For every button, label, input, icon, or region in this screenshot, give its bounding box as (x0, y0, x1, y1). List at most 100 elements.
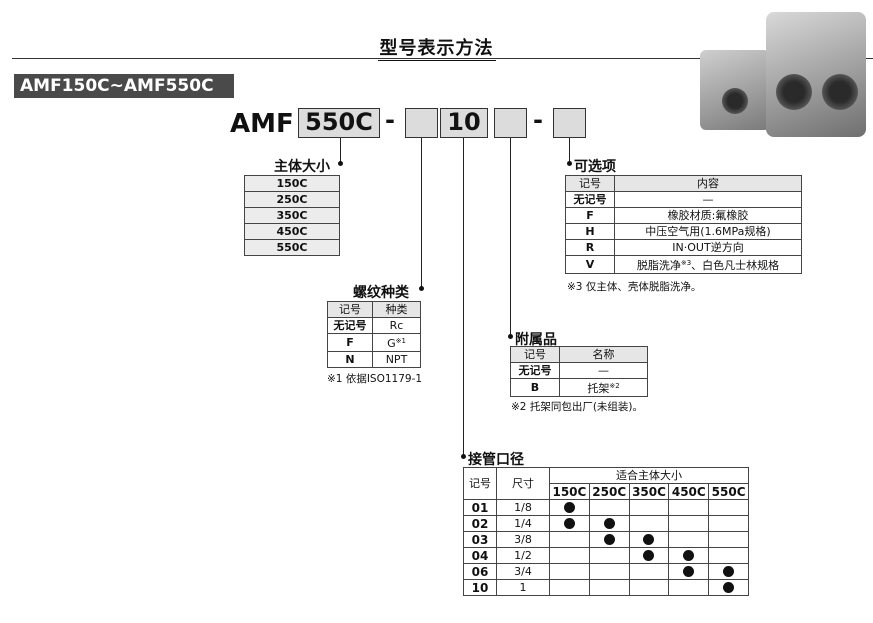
fit-cell (628, 579, 670, 596)
body-size-item: 550C (244, 239, 340, 256)
table-header: 记号 (463, 467, 497, 500)
fit-cell (668, 579, 710, 596)
fit-cell (549, 531, 590, 548)
body-size-label: 主体大小 (274, 159, 330, 175)
table-header: 记号 (327, 301, 373, 318)
fit-cell (708, 563, 749, 580)
fit-dot-icon (603, 518, 615, 529)
option-code: V (565, 255, 615, 274)
port-size-table: 记号 尺寸 适合主体大小 150C 250C 350C 450C 550C 01… (463, 467, 749, 596)
size-code-box: 550C (298, 108, 380, 138)
option-code: 无记号 (565, 191, 615, 208)
fit-dot-icon (643, 534, 655, 545)
option-content: IN·OUT逆方向 (614, 239, 802, 256)
accessory-label: 附属品 (515, 332, 557, 348)
thread-type-label: 螺纹种类 (353, 285, 409, 301)
accessory-note: ※2 托架同包出厂(未组装)。 (511, 401, 644, 413)
connector-dot (508, 334, 513, 339)
body-size-item: 250C (244, 191, 340, 208)
option-content: 中压空气用(1.6MPa规格) (614, 223, 802, 240)
fit-cell (628, 547, 670, 564)
fit-cell (628, 515, 670, 532)
fit-cell (549, 579, 590, 596)
product-photo-large (766, 12, 866, 137)
option-table: 记号 内容 无记号 — F 橡胶材质:氟橡胶 H 中压空气用(1.6MPa规格)… (565, 175, 802, 274)
fit-cell (708, 515, 749, 532)
body-size-item: 150C (244, 175, 340, 192)
fit-dot-icon (643, 550, 655, 561)
size-column-header: 350C (628, 483, 670, 500)
body-size-item: 450C (244, 223, 340, 240)
size-column-header: 250C (588, 483, 630, 500)
port-size: 3/8 (496, 531, 550, 548)
fit-cell (588, 515, 630, 532)
port-code: 04 (463, 547, 497, 564)
option-content: — (614, 191, 802, 208)
series-banner: AMF150C~AMF550C (14, 74, 234, 98)
accessory-table: 记号 名称 无记号 — B 托架※2 (510, 346, 648, 397)
port-code: 02 (463, 515, 497, 532)
thread-kind: NPT (372, 351, 421, 368)
connector-dot (338, 161, 343, 166)
fit-cell (549, 515, 590, 532)
fit-cell (549, 563, 590, 580)
thread-code-box (405, 108, 438, 138)
fit-cell (549, 547, 590, 564)
fit-cell (708, 531, 749, 548)
fit-dot-icon (603, 534, 615, 545)
fit-cell (549, 499, 590, 516)
fit-cell (708, 499, 749, 516)
option-content: 橡胶材质:氟橡胶 (614, 207, 802, 224)
thread-type-table: 记号 种类 无记号 Rc F G※1 N NPT (327, 301, 421, 368)
option-code-box (553, 108, 586, 138)
table-header: 记号 (565, 175, 615, 192)
table-header: 种类 (372, 301, 421, 318)
connector-line (421, 138, 422, 288)
table-header: 内容 (614, 175, 802, 192)
code-dash: - (533, 106, 543, 134)
fit-dot-icon (563, 502, 575, 513)
fit-cell (588, 531, 630, 548)
fit-dot-icon (683, 550, 695, 561)
option-code: F (565, 207, 615, 224)
option-code: R (565, 239, 615, 256)
port-size: 1/2 (496, 547, 550, 564)
thread-kind: G※1 (372, 333, 421, 352)
fit-cell (628, 499, 670, 516)
table-header: 记号 (510, 346, 560, 363)
port-code: 06 (463, 563, 497, 580)
fit-cell (668, 515, 710, 532)
page-title: 型号表示方法 (377, 38, 496, 61)
fit-cell (588, 563, 630, 580)
connector-line (463, 138, 464, 456)
accessory-code-box (494, 108, 527, 138)
table-header: 适合主体大小 (549, 467, 749, 484)
port-code: 03 (463, 531, 497, 548)
fit-cell (628, 563, 670, 580)
fit-dot-icon (723, 566, 735, 577)
thread-code: 无记号 (327, 317, 373, 334)
port-size: 3/4 (496, 563, 550, 580)
port-size: 1/4 (496, 515, 550, 532)
port-size-label: 接管口径 (468, 452, 524, 468)
fit-dot-icon (723, 582, 735, 593)
fit-cell (628, 531, 670, 548)
accessory-name: — (559, 362, 648, 379)
table-header: 名称 (559, 346, 648, 363)
port-code: 10 (463, 579, 497, 596)
body-size-table: 150C 250C 350C 450C 550C (244, 175, 340, 256)
fit-cell (708, 547, 749, 564)
title-rule (12, 58, 873, 59)
fit-cell (668, 499, 710, 516)
accessory-code: B (510, 378, 560, 397)
connector-dot (461, 454, 466, 459)
size-column-header: 450C (668, 483, 710, 500)
fit-cell (588, 499, 630, 516)
option-label: 可选项 (574, 159, 616, 175)
connector-dot (567, 161, 572, 166)
